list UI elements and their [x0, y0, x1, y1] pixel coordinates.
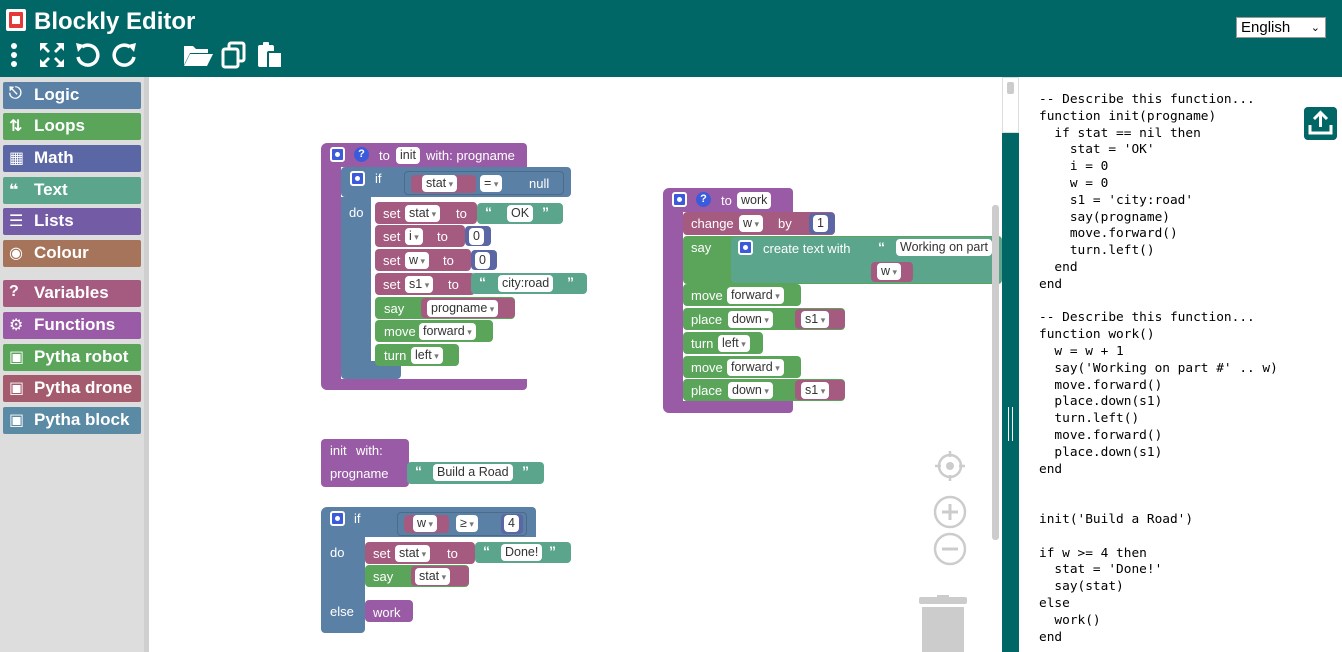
operator-dropdown[interactable]: = — [480, 175, 503, 192]
category-pytha-robot[interactable]: ▣ Pytha robot — [3, 344, 141, 371]
code-line — [1039, 478, 1278, 495]
category-lists[interactable]: ☰ Lists — [3, 208, 141, 235]
loops-icon: ⇅ — [9, 118, 23, 135]
zoom-out-icon[interactable] — [933, 532, 967, 566]
lists-icon: ☰ — [9, 213, 24, 230]
code-line: move.forward() — [1039, 427, 1163, 443]
logic-icon: ⎋ — [9, 85, 22, 102]
divider-stub — [1002, 77, 1019, 133]
toolbox: ⎋ Logic ⇅ Loops ▦ Math ❝ Text ☰ Lists ◉ … — [0, 77, 149, 652]
category-variables[interactable]: ? Variables — [3, 280, 141, 307]
mutator-gear-icon[interactable] — [350, 171, 365, 186]
fullscreen-icon[interactable] — [38, 41, 66, 69]
code-line: w = 0 — [1039, 175, 1109, 191]
code-line: -- Describe this function... — [1039, 310, 1255, 326]
category-pytha-block[interactable]: ▣ Pytha block — [3, 407, 141, 434]
code-line: if w >= 4 then — [1039, 545, 1147, 561]
block-icon: ▣ — [9, 412, 25, 429]
code-line — [1039, 294, 1278, 311]
code-line: else — [1039, 595, 1070, 611]
help-icon[interactable]: ? — [696, 192, 711, 207]
paste-icon[interactable] — [256, 41, 284, 69]
zoom-in-icon[interactable] — [933, 495, 967, 529]
mutator-gear-icon[interactable] — [330, 147, 345, 162]
procedure-name-field[interactable]: init — [396, 147, 420, 164]
redo-icon[interactable] — [110, 41, 138, 69]
text-icon: ❝ — [9, 182, 19, 199]
code-line: move.forward() — [1039, 226, 1178, 242]
open-folder-icon[interactable] — [182, 41, 214, 69]
code-line: init('Build a Road') — [1039, 511, 1194, 527]
code-panel: -- Describe this function...function ini… — [1019, 77, 1342, 652]
functions-icon: ⚙ — [9, 317, 24, 334]
work-call-block[interactable] — [365, 600, 413, 622]
category-functions[interactable]: ⚙ Functions — [3, 312, 141, 339]
code-line: end — [1039, 629, 1063, 645]
undo-icon[interactable] — [74, 41, 102, 69]
mutator-gear-icon[interactable] — [330, 511, 345, 526]
mutator-gear-icon[interactable] — [672, 192, 687, 207]
procedure-name-field[interactable]: work — [737, 192, 772, 209]
menu-dots-icon[interactable] — [4, 41, 24, 69]
code-line: say(progname) — [1039, 209, 1170, 225]
center-target-icon[interactable] — [933, 449, 967, 483]
code-line: work() — [1039, 612, 1101, 628]
code-line: place.down(s1) — [1039, 444, 1163, 460]
code-line: if stat == nil then — [1039, 125, 1201, 141]
export-icon[interactable] — [1304, 107, 1337, 140]
copy-icon[interactable] — [220, 41, 248, 69]
variable-dropdown[interactable]: stat — [422, 175, 458, 192]
language-select[interactable]: English ⌄ — [1236, 17, 1326, 38]
category-colour[interactable]: ◉ Colour — [3, 240, 141, 267]
code-line: stat = 'OK' — [1039, 142, 1155, 158]
colour-icon: ◉ — [9, 245, 23, 262]
code-line: end — [1039, 461, 1063, 477]
code-line: turn.left() — [1039, 243, 1155, 259]
help-icon[interactable]: ? — [354, 147, 369, 162]
app-title: Blockly Editor — [34, 8, 196, 35]
code-line: say('Working on part #' .. w) — [1039, 360, 1278, 376]
code-line: s1 = 'city:road' — [1039, 192, 1194, 208]
blockly-workspace[interactable]: ? to init with: progname if stat = null … — [149, 77, 1002, 652]
code-line: w = w + 1 — [1039, 343, 1124, 359]
category-math[interactable]: ▦ Math — [3, 145, 141, 172]
category-logic[interactable]: ⎋ Logic — [3, 82, 141, 109]
code-line: move.forward() — [1039, 377, 1163, 393]
code-line: -- Describe this function... — [1039, 92, 1255, 107]
generated-code: -- Describe this function...function ini… — [1039, 92, 1278, 646]
code-line: say(stat) — [1039, 579, 1124, 595]
robot-icon: ▣ — [9, 349, 25, 366]
category-text[interactable]: ❝ Text — [3, 177, 141, 204]
code-line: place.down(s1) — [1039, 394, 1163, 410]
chevron-down-icon: ⌄ — [1310, 22, 1320, 34]
split-divider[interactable] — [1002, 77, 1019, 652]
workspace-scrollbar[interactable] — [992, 205, 999, 540]
variables-icon: ? — [9, 283, 19, 300]
code-line: end — [1039, 259, 1078, 275]
code-line: stat = 'Done!' — [1039, 562, 1163, 578]
mutator-gear-icon[interactable] — [738, 240, 753, 255]
category-loops[interactable]: ⇅ Loops — [3, 113, 141, 140]
code-line: function work() — [1039, 327, 1155, 343]
drone-icon: ▣ — [9, 380, 25, 397]
code-line: end — [1039, 276, 1063, 292]
app-logo-icon — [6, 9, 26, 31]
code-line: i = 0 — [1039, 159, 1109, 175]
code-line — [1039, 529, 1278, 546]
app-header: Blockly Editor English ⌄ — [0, 0, 1342, 77]
code-line: turn.left() — [1039, 411, 1140, 427]
category-pytha-drone[interactable]: ▣ Pytha drone — [3, 375, 141, 402]
code-line: function init(progname) — [1039, 108, 1217, 124]
math-icon: ▦ — [9, 150, 25, 167]
code-line — [1039, 495, 1278, 512]
trash-can-icon[interactable] — [919, 595, 969, 652]
drag-handle-icon[interactable] — [1008, 407, 1013, 441]
